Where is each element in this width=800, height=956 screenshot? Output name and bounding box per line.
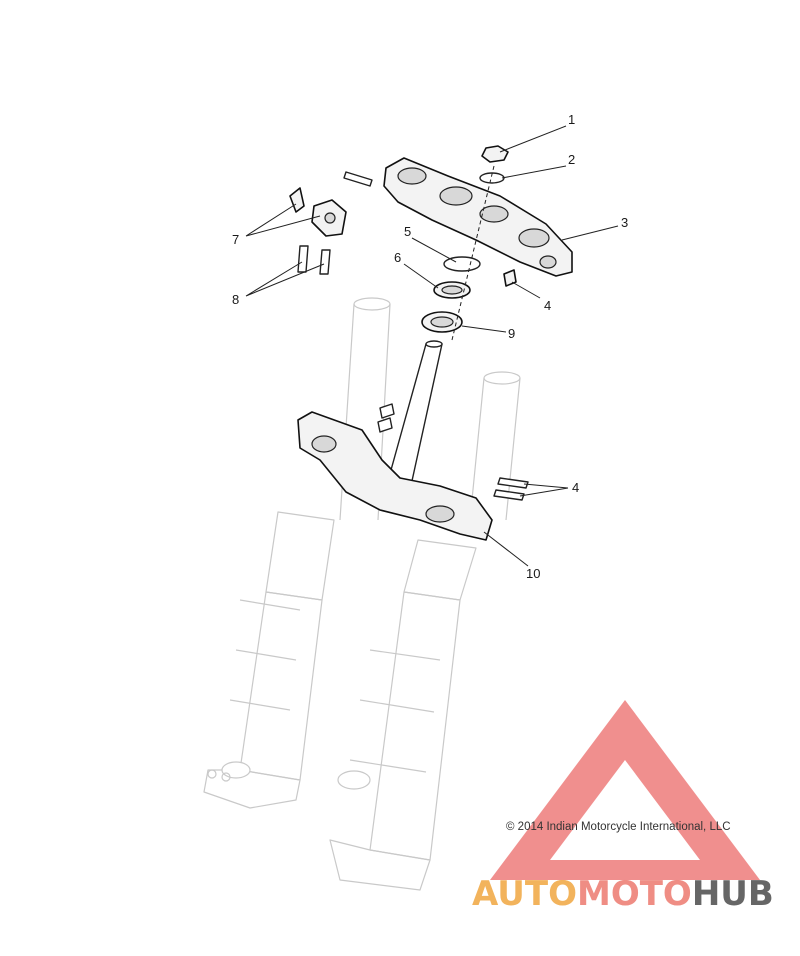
callout-2: 2 xyxy=(568,152,575,167)
steering-stem xyxy=(385,343,443,491)
watermark-auto: AUTO xyxy=(472,874,577,914)
handlebar-clamp xyxy=(289,187,347,237)
lower-pinch-bolt-a xyxy=(497,477,529,489)
automotohub-logo xyxy=(490,700,760,880)
logo-triangle xyxy=(490,700,760,880)
callout-7: 7 xyxy=(232,232,239,247)
upper-bearing-inner xyxy=(441,285,463,295)
watermark-text: AUTOMOTOHUB xyxy=(472,874,774,914)
lower-pinch-bolt-b xyxy=(493,489,525,501)
riser-bolt-right xyxy=(319,249,331,275)
lower-bearing-inner xyxy=(430,316,454,328)
callout-labels: 1 2 3 4 5 6 7 8 9 4 10 xyxy=(232,112,628,581)
dust-seal xyxy=(443,256,481,272)
clamp-pinch-bolt xyxy=(343,171,373,187)
lower-clamp-bolt-b xyxy=(377,417,393,433)
callout-6: 6 xyxy=(394,250,401,265)
callout-3: 3 xyxy=(621,215,628,230)
upper-triple-clamp xyxy=(383,157,573,277)
callout-1: 1 xyxy=(568,112,575,127)
watermark-hub: HUB xyxy=(692,874,774,914)
callout-8: 8 xyxy=(232,292,239,307)
stem-nut xyxy=(481,145,509,163)
callout-9: 9 xyxy=(508,326,515,341)
callout-10: 10 xyxy=(526,566,540,581)
lower-triple-clamp xyxy=(297,411,493,541)
callout-4-lower: 4 xyxy=(572,480,579,495)
watermark-moto: MOTO xyxy=(577,874,692,914)
leader-lines xyxy=(245,125,619,567)
lower-clamp-bolt-a xyxy=(379,403,395,419)
callout-5: 5 xyxy=(404,224,411,239)
riser-bolt-left xyxy=(297,245,309,273)
copyright-text: © 2014 Indian Motorcycle International, … xyxy=(506,821,731,833)
callout-4-upper: 4 xyxy=(544,298,551,313)
left-fork-ghost xyxy=(203,297,391,809)
